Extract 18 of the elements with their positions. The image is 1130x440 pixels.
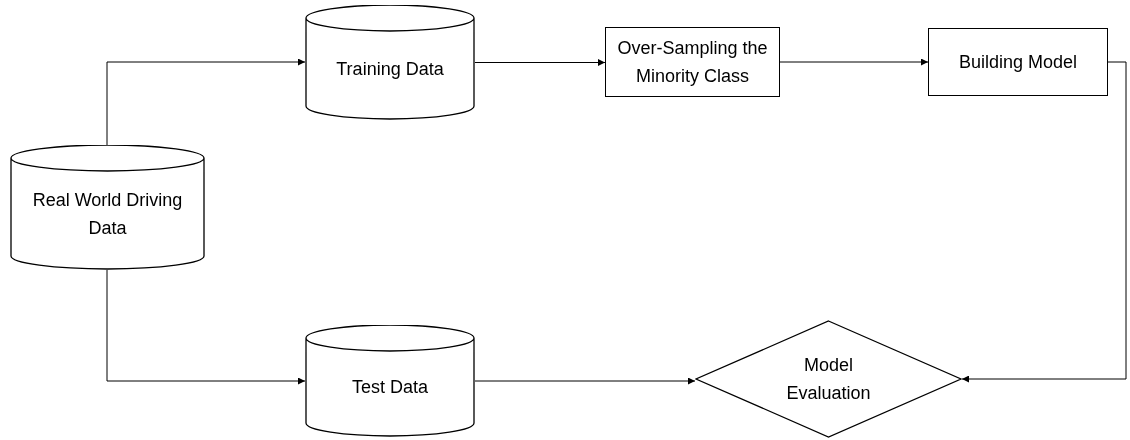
arrow bbox=[961, 61, 1127, 383]
arrow bbox=[106, 269, 306, 385]
node-label: Training Data bbox=[336, 57, 444, 81]
database-cylinder bbox=[10, 145, 205, 270]
database-cylinder bbox=[305, 325, 475, 437]
process-box bbox=[928, 28, 1108, 96]
node-label: Over-Sampling the Minority Class bbox=[616, 37, 769, 88]
process-box bbox=[605, 27, 780, 97]
arrow bbox=[474, 377, 696, 385]
decision-diamond bbox=[695, 320, 962, 438]
arrow bbox=[474, 59, 606, 66]
node-label: Test Data bbox=[351, 376, 428, 399]
arrow bbox=[779, 58, 929, 66]
database-cylinder bbox=[305, 5, 475, 120]
arrow bbox=[106, 58, 306, 146]
node-label: Model Evaluation bbox=[785, 354, 872, 405]
node-label: Real World Driving Data bbox=[32, 188, 183, 240]
node-label: Building Model bbox=[958, 51, 1078, 74]
